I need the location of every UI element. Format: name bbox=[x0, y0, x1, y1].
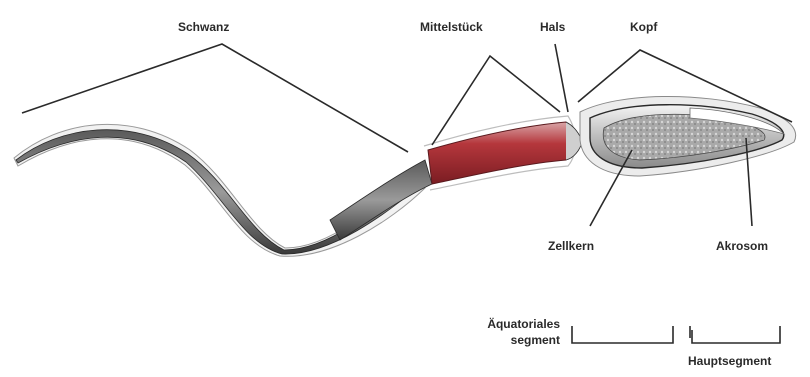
label-equatorial-line1: Äquatoriales bbox=[470, 317, 560, 331]
label-acrosome: Akrosom bbox=[716, 239, 768, 253]
equatorial-bracket bbox=[572, 326, 673, 343]
label-midpiece: Mittelstück bbox=[420, 20, 483, 34]
neck-leader bbox=[555, 44, 568, 112]
tail-principal-piece bbox=[330, 160, 432, 240]
label-tail: Schwanz bbox=[178, 20, 229, 34]
label-equatorial-line2: segment bbox=[470, 333, 560, 347]
tail bbox=[16, 130, 422, 254]
label-main-segment: Hauptsegment bbox=[688, 354, 771, 368]
main-segment-bracket bbox=[692, 326, 780, 343]
label-nucleus: Zellkern bbox=[548, 239, 594, 253]
midpiece bbox=[428, 122, 571, 184]
label-head: Kopf bbox=[630, 20, 657, 34]
segment-brackets bbox=[572, 326, 780, 343]
label-neck: Hals bbox=[540, 20, 565, 34]
